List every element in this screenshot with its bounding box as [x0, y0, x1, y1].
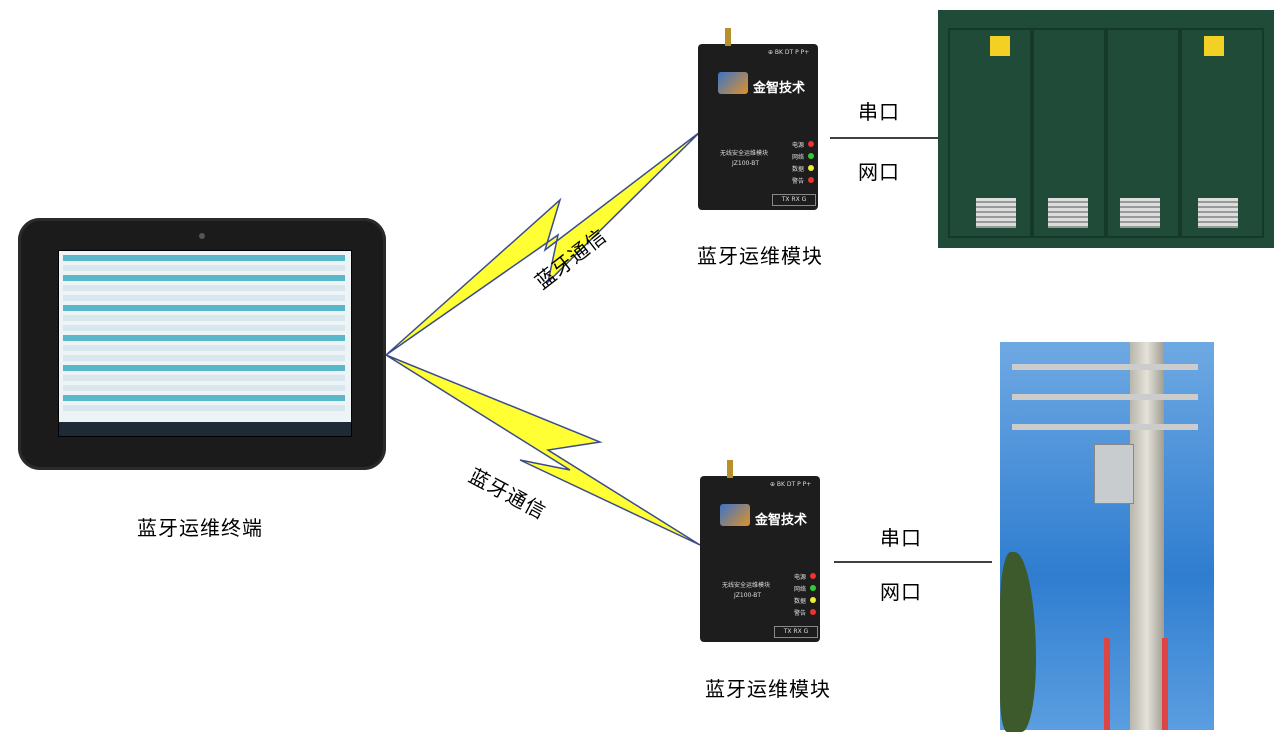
module-model: JZ100-BT — [732, 160, 760, 167]
antenna-icon — [725, 28, 731, 46]
warning-icon — [990, 36, 1010, 56]
taskbar — [59, 422, 351, 436]
brand-logo-icon — [718, 72, 748, 94]
serial-label-top: 串口 — [858, 100, 900, 124]
indicator-label: 数据 — [794, 598, 807, 605]
module-title: 无线安全运维模块 — [722, 582, 771, 589]
module-brand: 金智技术 — [755, 513, 808, 528]
module-model: JZ100-BT — [734, 592, 762, 599]
module-bottom-label: 蓝牙运维模块 — [705, 677, 831, 701]
brand-logo-icon — [720, 504, 750, 526]
net-label-top: 网口 — [858, 160, 900, 184]
module-brand: 金智技术 — [753, 81, 806, 96]
utility-pole-photo — [1000, 342, 1214, 732]
module-title: 无线安全运维模块 — [720, 150, 769, 157]
camera-icon — [199, 233, 205, 239]
indicator-label: 警告 — [792, 178, 805, 185]
switchgear-cabinet-photo — [938, 10, 1274, 248]
tablet-screen — [58, 250, 352, 437]
led-icon — [810, 573, 816, 579]
port-strip: TX RX G — [774, 626, 818, 638]
bt-module-top: ⊕ BK DT P P+ 金智技术 无线安全运维模块 JZ100-BT 电源 网… — [698, 28, 818, 210]
bluetooth-terminal-tablet — [18, 218, 386, 470]
indicator-label: 网络 — [794, 586, 807, 593]
indicator-label: 电源 — [794, 574, 807, 581]
led-icon — [810, 597, 816, 603]
net-label-bottom: 网口 — [880, 580, 922, 604]
status-strip: ⊕ BK DT P P+ — [768, 49, 810, 56]
indicator-label: 网络 — [792, 154, 805, 161]
terminal-label: 蓝牙运维终端 — [137, 516, 263, 540]
led-icon — [810, 585, 816, 591]
pole-mounted-box — [1094, 444, 1134, 504]
status-strip: ⊕ BK DT P P+ — [770, 481, 812, 488]
led-icon — [810, 609, 816, 615]
ladder — [1104, 638, 1168, 730]
led-icon — [808, 165, 814, 171]
bt-module-bottom: ⊕ BK DT P P+ 金智技术 无线安全运维模块 JZ100-BT 电源 网… — [700, 460, 820, 642]
indicator-label: 数据 — [792, 166, 805, 173]
warning-icon — [1204, 36, 1224, 56]
led-icon — [808, 153, 814, 159]
lightning-bolt-upper — [385, 131, 701, 356]
antenna-icon — [727, 460, 733, 478]
port-strip: TX RX G — [772, 194, 816, 206]
indicator-label: 警告 — [794, 610, 807, 617]
led-icon — [808, 141, 814, 147]
indicator-label: 电源 — [792, 142, 805, 149]
module-top-label: 蓝牙运维模块 — [697, 244, 823, 268]
led-icon — [808, 177, 814, 183]
serial-label-bottom: 串口 — [880, 526, 922, 550]
